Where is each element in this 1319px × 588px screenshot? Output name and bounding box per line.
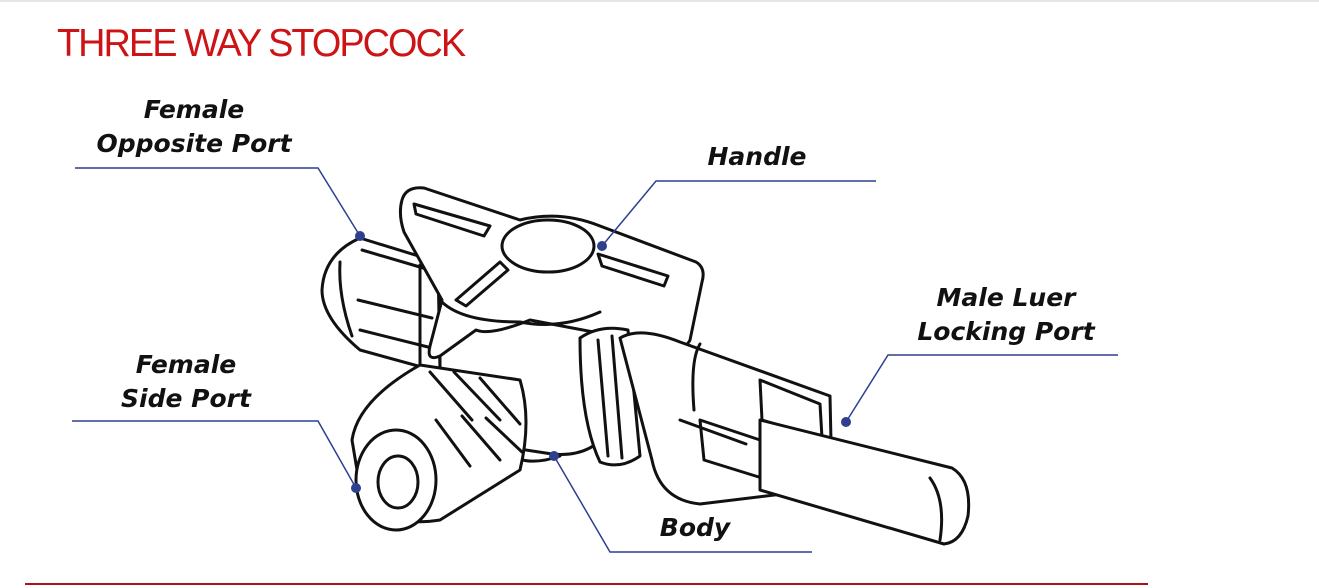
- top-border: [0, 0, 1319, 2]
- male-luer-locking-connector: [578, 326, 971, 546]
- label-body: Body: [640, 511, 750, 545]
- label-female-side-port: Female Side Port: [82, 348, 290, 416]
- leader-line-male-luer-locking-port: [845, 354, 1118, 423]
- pointer-dot-female-side-port: [351, 483, 361, 493]
- female-side-port-connector: [350, 363, 528, 532]
- label-line: Body: [659, 513, 731, 542]
- label-line: Side Port: [121, 384, 251, 413]
- pointer-dot-body: [549, 451, 559, 461]
- label-line: Locking Port: [917, 317, 1095, 346]
- label-line: Opposite Port: [96, 129, 292, 158]
- leader-line-handle: [601, 180, 876, 247]
- label-line: Male Luer: [936, 283, 1076, 312]
- pointer-dot-female-opposite-port: [355, 231, 365, 241]
- label-line: Handle: [707, 142, 807, 171]
- stopcock-handle: [398, 186, 705, 360]
- label-male-luer-locking-port: Male Luer Locking Port: [893, 281, 1119, 349]
- label-female-opposite-port: Female Opposite Port: [70, 93, 318, 161]
- leader-line-female-opposite-port: [75, 167, 361, 237]
- diagram-title: THREE WAY STOPCOCK: [57, 22, 466, 65]
- label-line: Female: [143, 95, 245, 124]
- pointer-dot-male-luer-locking-port: [841, 417, 851, 427]
- pointer-dot-handle: [597, 241, 607, 251]
- bottom-divider: [25, 583, 1148, 585]
- female-opposite-port-connector: [320, 236, 442, 374]
- label-handle: Handle: [690, 140, 824, 174]
- leader-line-body: [553, 455, 812, 553]
- leader-line-female-side-port: [72, 420, 357, 489]
- label-line: Female: [135, 350, 237, 379]
